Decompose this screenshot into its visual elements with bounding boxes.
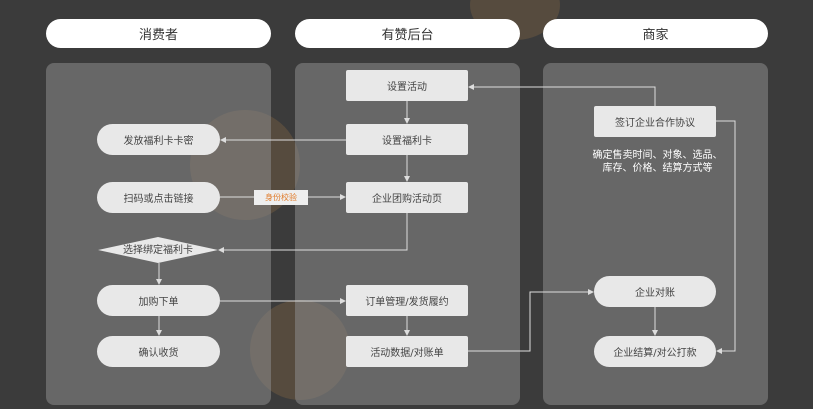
issue-card-node: 发放福利卡卡密 bbox=[97, 124, 220, 155]
reconcile-node: 企业对账 bbox=[594, 276, 716, 307]
sign-node: 签订企业合作协议 bbox=[594, 106, 716, 137]
settle-node: 企业结算/对公打款 bbox=[594, 336, 716, 367]
header-consumer: 消费者 bbox=[46, 19, 271, 48]
header-platform: 有赞后台 bbox=[295, 19, 520, 48]
confirm-node: 确认收货 bbox=[97, 336, 220, 367]
group-page-node: 企业团购活动页 bbox=[346, 182, 468, 213]
data-node: 活动数据/对账单 bbox=[346, 336, 468, 367]
sign-note: 确定售卖时间、对象、选品、库存、价格、结算方式等 bbox=[592, 150, 723, 174]
order-node: 订单管理/发货履约 bbox=[346, 285, 468, 316]
verify-label: 身份校验 bbox=[254, 190, 308, 205]
header-merchant: 商家 bbox=[543, 19, 768, 48]
select-card-node: 选择绑定福利卡 bbox=[123, 245, 193, 256]
decision-diamond bbox=[98, 237, 218, 263]
set-activity-node: 设置活动 bbox=[346, 70, 468, 101]
buy-node: 加购下单 bbox=[97, 285, 220, 316]
scan-node: 扫码或点击链接 bbox=[97, 182, 220, 213]
set-card-node: 设置福利卡 bbox=[346, 124, 468, 155]
